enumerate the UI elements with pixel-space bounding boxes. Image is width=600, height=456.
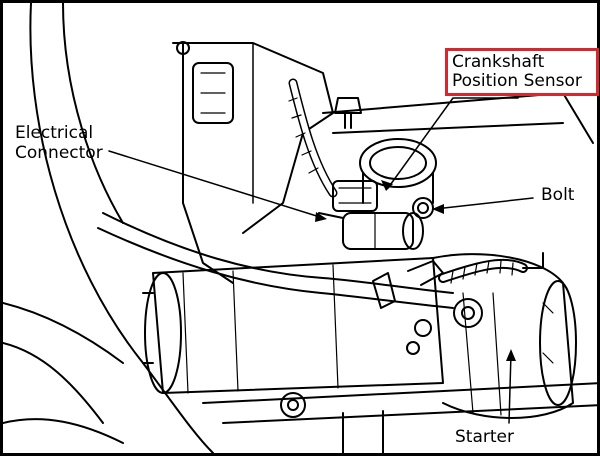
connector-label-line1: Electrical — [15, 123, 94, 143]
chassis-outline — [3, 3, 214, 453]
sensor-callout: Crankshaft Position Sensor — [445, 48, 599, 96]
starter-arrowhead — [506, 349, 516, 361]
block-plug — [359, 138, 437, 204]
bolt-arrowhead — [432, 204, 444, 214]
top-bolt — [334, 97, 362, 129]
sensor-label-line2: Position Sensor — [452, 71, 582, 91]
connector-arrowhead — [315, 212, 327, 222]
starter-leader-line — [508, 352, 512, 424]
connector-callout: Electrical Connector — [15, 123, 103, 163]
starter-wire — [438, 252, 544, 284]
bolt-leader-line — [434, 197, 534, 210]
connector-leader-line — [108, 150, 324, 219]
starter-label: Starter — [455, 427, 514, 447]
wiring-harness — [288, 78, 338, 198]
cable-clamp — [372, 260, 444, 309]
bolt-label: Bolt — [541, 185, 575, 205]
lower-frame — [202, 382, 597, 453]
engine-illustration — [3, 3, 597, 453]
main-cable — [97, 212, 454, 309]
arrowheads — [315, 180, 516, 361]
sensor-assembly — [318, 180, 434, 250]
leader-lines — [108, 97, 534, 424]
sensor-leader-line — [387, 97, 519, 189]
engine-block — [172, 41, 594, 284]
starter-motor — [142, 253, 577, 419]
sensor-label-line1: Crankshaft — [452, 52, 545, 72]
sensor-arrowhead — [381, 180, 393, 191]
connector-label-line2: Connector — [15, 143, 103, 163]
